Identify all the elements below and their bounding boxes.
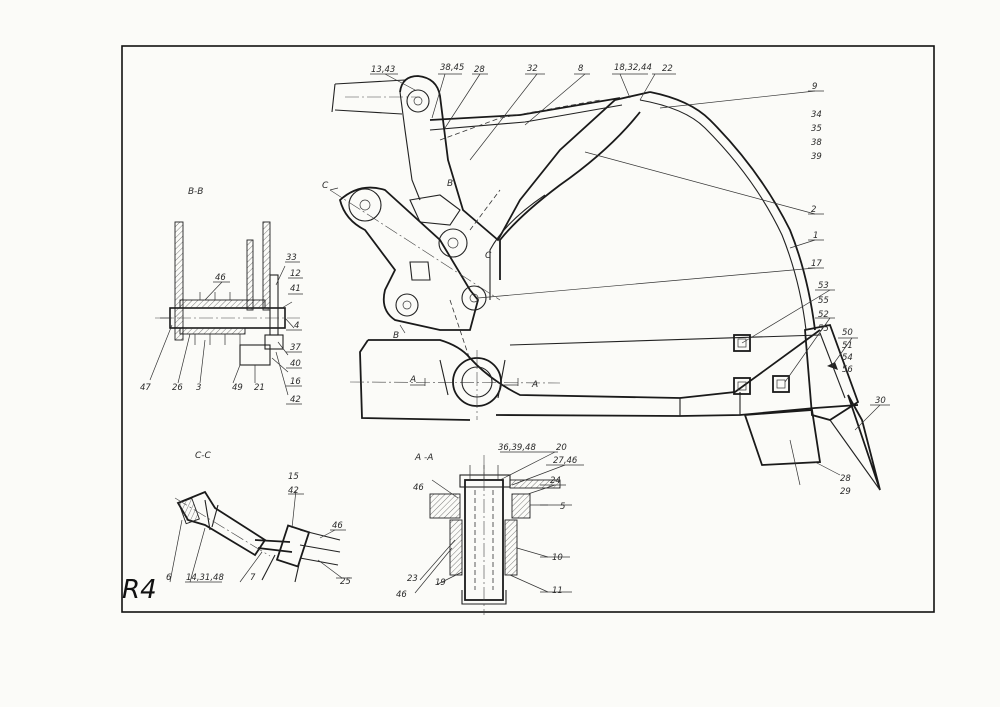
part-callout: 24 (550, 476, 561, 486)
part-callout: 2 (811, 205, 816, 215)
part-callout: 9 (812, 82, 817, 92)
part-callout: 26 (172, 383, 183, 393)
cut-mark: A (409, 375, 416, 385)
part-callout: 40 (290, 359, 301, 369)
part-callout: 34 (811, 110, 822, 120)
part-callout: 35 (811, 124, 822, 134)
section-cc-view (169, 489, 352, 583)
part-callout: 37 (290, 343, 301, 353)
part-callout: 53 (818, 281, 829, 291)
part-callout: 55 (818, 324, 829, 334)
cut-mark: C (485, 251, 492, 261)
part-callout: 28 (840, 474, 851, 484)
part-callout: 55 (818, 296, 829, 306)
part-callout: 1 (813, 231, 818, 241)
part-callout: 39 (811, 152, 822, 162)
sheet-label: R4 (122, 575, 157, 605)
part-callout: 5 (560, 502, 565, 512)
part-callout: 42 (290, 395, 301, 405)
part-callout: 52 (818, 310, 829, 320)
section-title-cc: C-C (195, 451, 212, 461)
part-callout: 29 (840, 487, 851, 497)
cut-mark: C (322, 181, 329, 191)
part-callout: 46 (413, 483, 424, 493)
section-title-aa: A -A (414, 453, 433, 463)
part-callout: 13,43 (371, 65, 395, 75)
part-callout: 47 (140, 383, 151, 393)
part-callout: 30 (875, 396, 886, 406)
part-callout: 11 (552, 586, 563, 596)
cut-mark: B (447, 179, 453, 189)
part-callout: 38,45 (440, 63, 464, 73)
part-callout: 21 (254, 383, 265, 393)
section-bb-view (149, 221, 303, 405)
part-callout: 12 (290, 269, 301, 279)
part-callout: 7 (250, 573, 256, 583)
part-callout: 46 (215, 273, 226, 283)
section-title-bb: B-B (188, 187, 203, 197)
part-callout: 10 (552, 553, 563, 563)
part-callout: 33 (286, 253, 297, 263)
part-callout: 22 (662, 64, 673, 74)
part-callout: 18,32,44 (614, 63, 652, 73)
part-callout: 46 (396, 590, 407, 600)
part-callout: 38 (811, 138, 822, 148)
part-callout: 50 (842, 328, 853, 338)
part-callout: 32 (527, 64, 538, 74)
part-callout: 8 (578, 64, 584, 74)
part-callout: 25 (340, 577, 351, 587)
part-callout: 46 (332, 521, 343, 531)
part-callout: 6 (166, 573, 172, 583)
drawing-frame (121, 45, 935, 613)
section-aa-view (414, 451, 584, 615)
section-titles: B-B C-C A -A (188, 187, 433, 463)
cut-marks: C B C B A A (322, 179, 538, 390)
part-callout: 36,39,48 (498, 443, 536, 453)
part-callout: 51 (842, 341, 853, 351)
part-callout: 23 (407, 574, 418, 584)
cut-mark: A (531, 380, 538, 390)
main-view (329, 73, 890, 491)
part-callout: 19 (435, 578, 446, 588)
part-callout: 20 (556, 443, 567, 453)
part-callout: 17 (811, 259, 822, 269)
part-callout: 42 (288, 486, 299, 496)
part-callout: 49 (232, 383, 243, 393)
cut-mark: B (393, 331, 399, 341)
sheet-label-group: R4 (122, 575, 157, 605)
part-callouts: 13,43 38,45 28 32 8 18,32,44 22 9 34 35 … (140, 63, 886, 600)
part-callout: 27,46 (553, 456, 578, 466)
part-callout: 56 (842, 365, 853, 375)
part-callout: 41 (290, 284, 301, 294)
part-callout: 16 (290, 377, 301, 387)
part-callout: 14,31,48 (186, 573, 224, 583)
part-callout: 28 (474, 65, 485, 75)
part-callout: 54 (842, 353, 853, 363)
part-callout: 15 (288, 472, 299, 482)
part-callout: 3 (196, 383, 201, 393)
part-callout: 4 (294, 321, 299, 331)
